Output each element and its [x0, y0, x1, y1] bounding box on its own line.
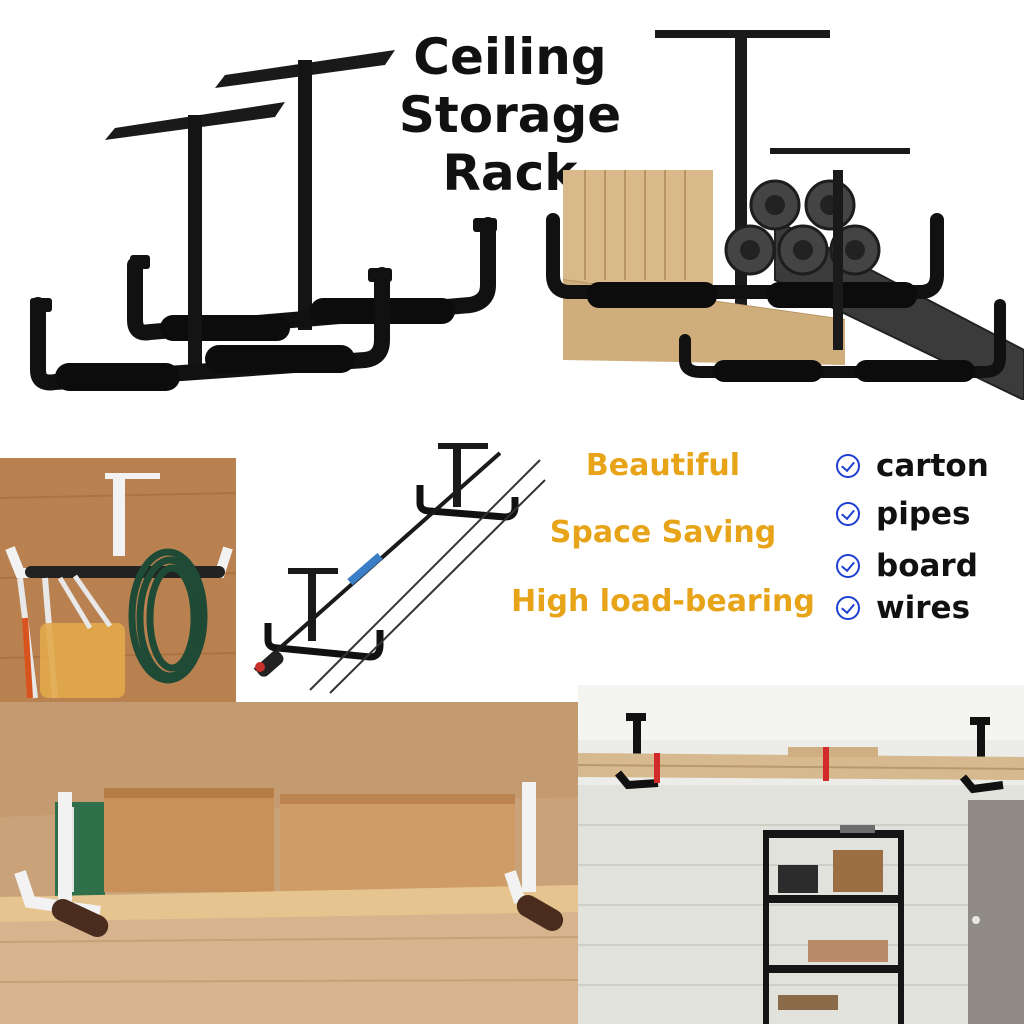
check-circle-icon — [836, 596, 860, 620]
feature-high-load-bearing: High load-bearing — [511, 584, 815, 619]
check-circle-icon — [836, 502, 860, 526]
title-line-2: Storage Rack — [398, 86, 622, 202]
check-circle-icon — [836, 554, 860, 578]
use-item-carton: carton — [836, 446, 989, 486]
product-title: Ceiling Storage Rack — [330, 28, 690, 202]
rack-loaded-illustration — [546, 30, 1024, 400]
check-circle-icon — [836, 454, 860, 478]
title-line-1: Ceiling — [413, 28, 607, 86]
carton-storage-photo — [0, 702, 578, 1024]
feature-beautiful: Beautiful — [585, 448, 741, 483]
feature-space-saving: Space Saving — [549, 515, 777, 550]
fishing-rod-illustration — [253, 443, 546, 694]
rack-pair-illustration — [30, 50, 497, 391]
use-checklist: carton pipes board wires — [836, 446, 989, 628]
garage-ceiling-photo — [578, 685, 1024, 1024]
hose-storage-photo — [0, 458, 236, 702]
use-item-wires: wires — [836, 588, 989, 628]
use-item-pipes: pipes — [836, 494, 989, 534]
use-item-board: board — [836, 546, 989, 586]
